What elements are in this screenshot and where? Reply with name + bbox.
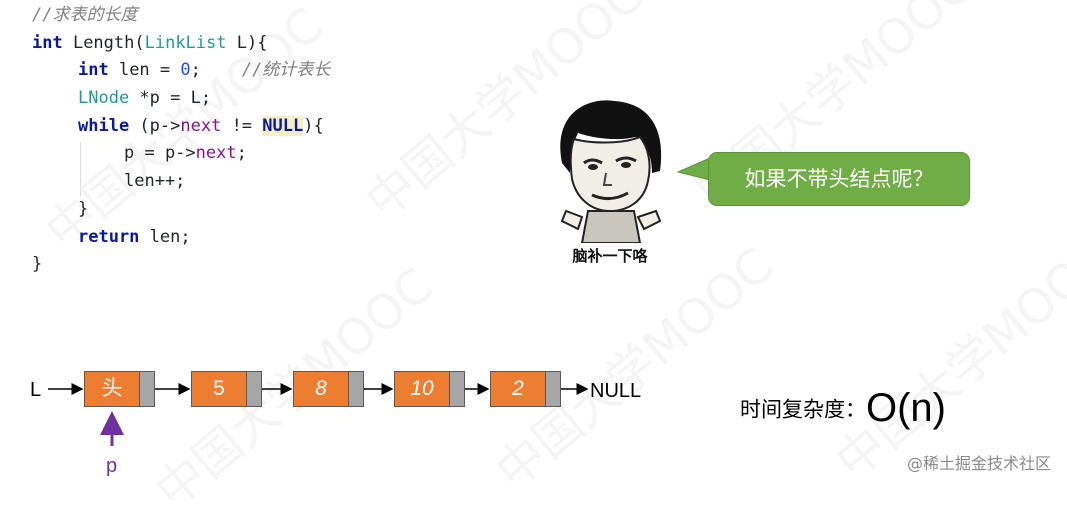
complexity-value: O(n): [866, 386, 946, 430]
code-field: next: [180, 115, 222, 136]
code-line: //求表的长度: [32, 2, 330, 30]
node-next-field: [449, 371, 465, 407]
code-text: }: [78, 198, 89, 219]
code-line: }: [32, 196, 330, 224]
node-next-field: [545, 371, 561, 407]
code-keyword: NULL: [262, 115, 304, 136]
code-line: return len;: [32, 224, 330, 252]
code-text: ){: [303, 115, 324, 136]
code-text: ;: [236, 143, 247, 164]
code-line: int Length(LinkList L){: [32, 30, 330, 58]
code-text: len =: [108, 60, 181, 81]
pointer-p-label: p: [106, 455, 118, 477]
code-text: *p = L;: [129, 88, 212, 109]
code-type: LNode: [78, 88, 130, 109]
code-line: while (p->next != NULL){: [32, 113, 330, 141]
node-value: 8: [293, 371, 349, 407]
code-comment: //统计表长: [241, 60, 331, 81]
code-text: }: [32, 254, 43, 275]
code-comment: //求表的长度: [32, 5, 138, 25]
code-line: int len = 0; //统计表长: [32, 57, 330, 85]
code-keyword: int: [78, 60, 109, 81]
node-value: 5: [191, 371, 247, 407]
code-line: len++;: [32, 168, 330, 196]
code-text: p = p->: [124, 143, 196, 164]
null-label: NULL: [590, 380, 642, 402]
meme-caption: 脑补一下咯: [572, 247, 648, 265]
code-field: next: [195, 143, 237, 164]
time-complexity: 时间复杂度：O(n): [740, 386, 946, 431]
node-value: 2: [490, 371, 546, 407]
head-pointer-label: L: [30, 379, 42, 401]
node-next-field: [246, 371, 262, 407]
code-text: Length(: [62, 32, 145, 53]
node-value: 10: [394, 371, 450, 407]
code-text: len;: [139, 226, 191, 247]
code-text: ;: [190, 60, 201, 81]
code-number: 0: [180, 60, 191, 81]
code-line: }: [32, 251, 330, 279]
indent-guide: [80, 142, 81, 196]
code-text: L){: [226, 32, 268, 53]
code-keyword: return: [78, 226, 140, 247]
code-keyword: while: [78, 115, 130, 136]
code-line: LNode *p = L;: [32, 85, 330, 113]
node-next-field: [348, 371, 364, 407]
code-line: p = p->next;: [32, 140, 330, 168]
code-type: LinkList: [144, 32, 227, 53]
meme-face-icon: [560, 100, 662, 244]
code-text: (p->: [129, 115, 181, 136]
source-credit: @稀土掘金技术社区: [906, 454, 1051, 473]
arrow-layer: [48, 383, 589, 446]
node-next-field: [139, 371, 155, 407]
complexity-label: 时间复杂度：: [740, 397, 866, 422]
speech-bubble: 如果不带头结点呢？: [708, 152, 970, 206]
meme-figure: 脑补一下咯: [548, 93, 672, 273]
node-value: 头: [84, 371, 140, 407]
code-text: !=: [221, 115, 263, 136]
code-keyword: int: [32, 32, 63, 53]
code-text: len++;: [124, 171, 186, 192]
